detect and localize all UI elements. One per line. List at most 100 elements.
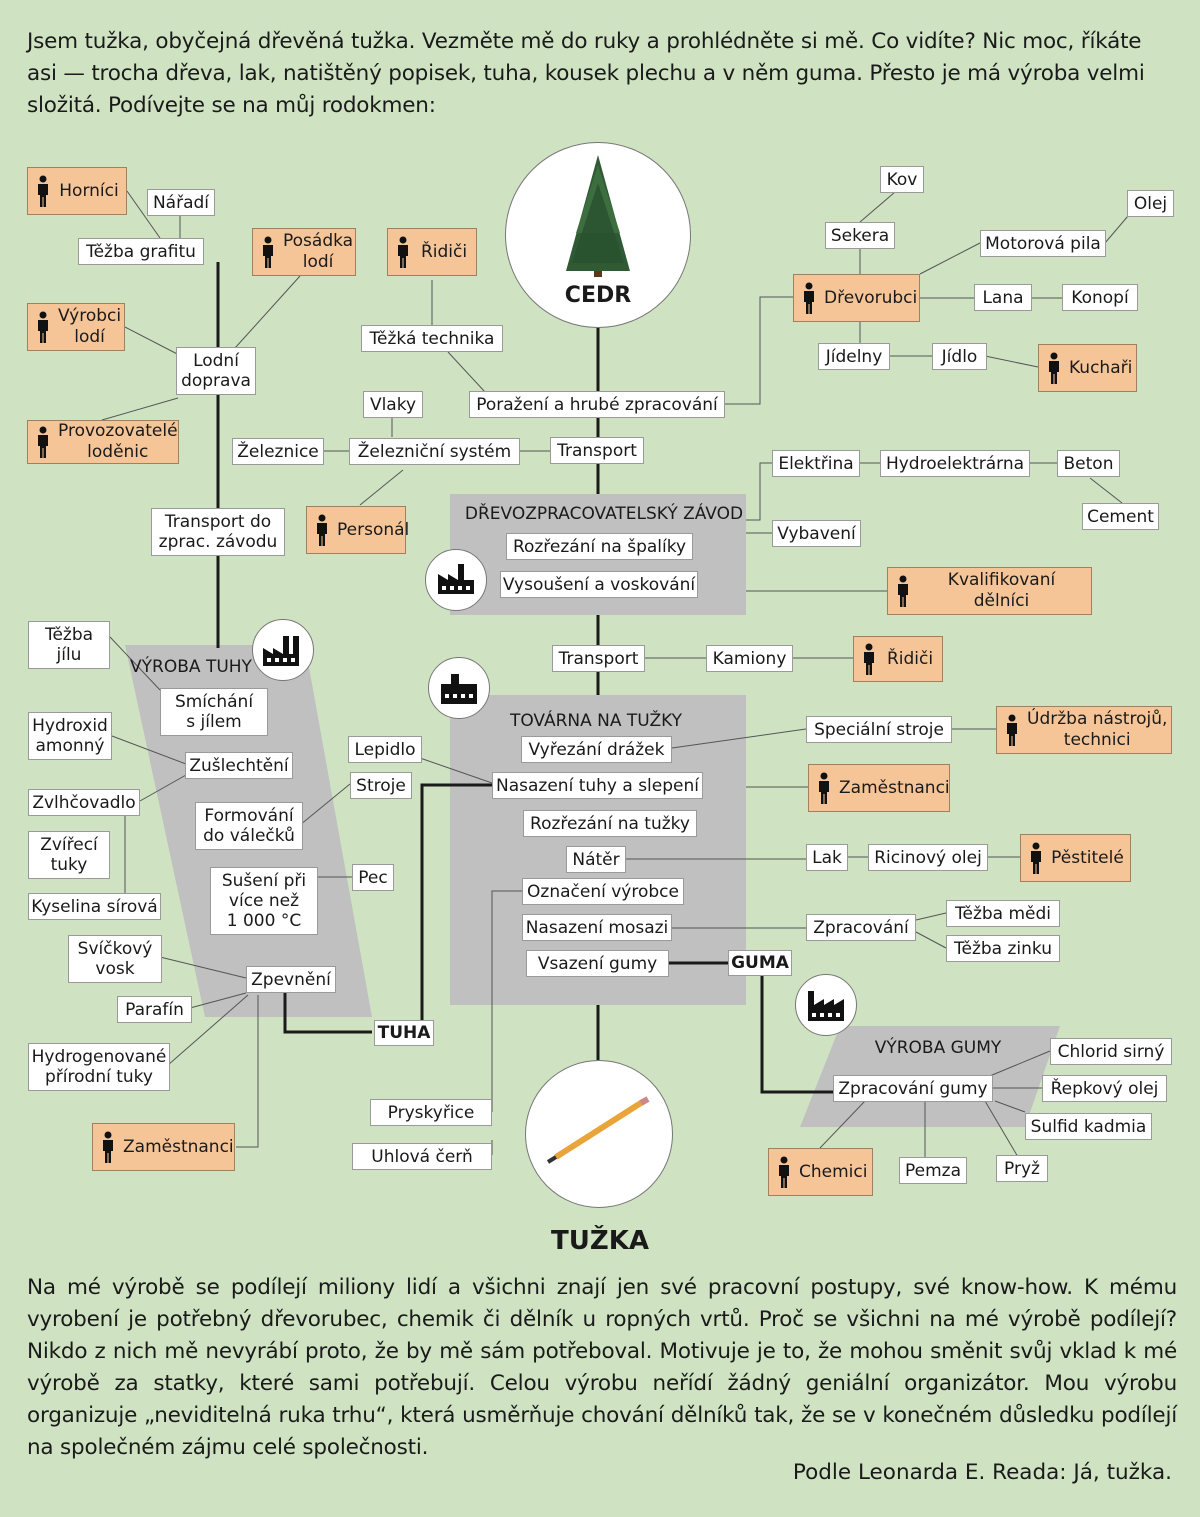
worker-label: Řidiči xyxy=(420,241,468,262)
worker-icon xyxy=(819,772,829,804)
worker-kvalifikovani: Kvalifikovaní dělníci xyxy=(887,567,1092,615)
box-elektrina: Elektřina xyxy=(772,450,860,477)
worker-provozovatele: Provozovatelé loděnic xyxy=(27,420,179,464)
worker-zamestnanci-1: Zaměstnanci xyxy=(808,764,950,812)
worker-udrzba: Údržba nástrojů, technici xyxy=(996,706,1172,754)
box-specialni-stroje: Speciální stroje xyxy=(806,716,952,743)
box-tezba-jilu: Těžba jílu xyxy=(28,621,110,669)
box-chlorid: Chlorid sirný xyxy=(1050,1038,1172,1065)
box-lana: Lana xyxy=(974,284,1032,311)
box-naradi: Nářadí xyxy=(147,189,215,216)
factory-icon xyxy=(438,564,474,594)
box-nasazeni-mosazi: Nasazení mosazi xyxy=(522,914,672,941)
worker-chemici: Chemici xyxy=(768,1148,873,1196)
box-uhlova: Uhlová čerň xyxy=(352,1143,492,1170)
worker-label: Posádka lodí xyxy=(283,231,354,272)
box-parafin: Parafín xyxy=(117,996,192,1023)
worker-drevorubci: Dřevorubci xyxy=(793,274,920,322)
worker-icon xyxy=(1031,842,1041,874)
worker-label: Údržba nástrojů, technici xyxy=(1027,709,1168,750)
box-nasazeni-tuhy: Nasazení tuhy a slepení xyxy=(492,772,703,799)
box-vybaveni: Vybavení xyxy=(772,520,861,547)
worker-icon xyxy=(1007,714,1017,746)
worker-ridici-2: Řidiči xyxy=(853,636,943,682)
box-tezka-technika: Těžká technika xyxy=(361,325,503,352)
tree-icon xyxy=(566,155,630,277)
box-repkovy: Řepkový olej xyxy=(1042,1075,1167,1102)
box-rozrez-spaliky: Rozřezání na špalíky xyxy=(506,533,693,560)
box-zvireci: Zvířecí tuky xyxy=(28,831,110,879)
box-transport-2: Transport xyxy=(552,645,645,672)
factory-icon-tuha xyxy=(252,619,314,681)
intro-text: Jsem tužka, obyčejná dřevěná tužka. Vezm… xyxy=(27,29,1145,118)
worker-zamestnanci-2: Zaměstnanci xyxy=(92,1123,235,1171)
worker-icon xyxy=(317,514,327,546)
box-lak: Lak xyxy=(806,844,848,871)
section-title-tovarna: TOVÁRNA NA TUŽKY xyxy=(509,711,683,731)
worker-hornici: Horníci xyxy=(27,167,127,215)
box-pryskyrice: Pryskyřice xyxy=(370,1099,492,1126)
box-zuslechteni: Zušlechtění xyxy=(185,752,293,779)
factory-icon-guma xyxy=(795,974,857,1036)
box-hydroel: Hydroelektrárna xyxy=(880,450,1030,477)
cedar-label: CEDR xyxy=(564,283,632,308)
box-svickovy: Svíčkový vosk xyxy=(68,935,162,983)
tuha-label: TUHA xyxy=(374,1020,434,1046)
box-tezba-zinku: Těžba zinku xyxy=(946,935,1060,962)
box-konopi: Konopí xyxy=(1062,284,1138,311)
worker-icon xyxy=(779,1156,789,1188)
box-stroje: Stroje xyxy=(350,772,412,799)
worker-icon xyxy=(898,575,908,607)
section-title-guma: VÝROBA GUMY xyxy=(874,1038,1002,1058)
pencil-icon xyxy=(546,1096,650,1164)
worker-icon xyxy=(38,311,48,343)
box-vyrezani: Vyřezání drážek xyxy=(521,736,672,763)
worker-icon xyxy=(804,282,814,314)
worker-icon xyxy=(398,236,408,268)
box-vysouseni: Vysoušení a voskování xyxy=(500,571,698,598)
section-title-drevo: DŘEVOZPRACOVATELSKÝ ZÁVOD xyxy=(464,504,744,524)
box-vsazeni-gumy: Vsazení gumy xyxy=(526,950,669,977)
factory-icon xyxy=(441,674,477,704)
box-zprac-gumy: Zpracování gumy xyxy=(833,1075,993,1102)
box-zel-system: Železniční systém xyxy=(349,438,520,465)
box-suseni: Sušení při více než 1 000 °C xyxy=(210,867,318,935)
worker-label: Personál xyxy=(337,519,410,540)
worker-label: Dřevorubci xyxy=(824,287,918,308)
box-zpevneni: Zpevnění xyxy=(246,966,336,993)
guma-label: GUMA xyxy=(728,950,792,976)
box-jidelny: Jídelny xyxy=(818,343,890,370)
worker-label: Horníci xyxy=(59,180,119,201)
box-beton: Beton xyxy=(1057,450,1120,477)
cedar-circle: CEDR xyxy=(505,142,691,328)
box-lepidlo: Lepidlo xyxy=(348,736,422,763)
worker-icon xyxy=(38,426,48,458)
worker-icon xyxy=(103,1131,113,1163)
box-transport-1: Transport xyxy=(550,437,644,464)
box-pec: Pec xyxy=(352,864,394,891)
box-jidlo: Jídlo xyxy=(932,343,987,370)
box-pryz: Pryž xyxy=(996,1155,1048,1182)
box-kyselina: Kyselina sírová xyxy=(28,893,161,920)
worker-kuchari: Kuchaři xyxy=(1038,344,1137,392)
box-kamiony: Kamiony xyxy=(706,645,793,672)
box-rozrez-tuzky: Rozřezání na tužky xyxy=(523,810,697,837)
box-sulfid: Sulfid kadmia xyxy=(1025,1113,1152,1140)
box-zeleznice: Železnice xyxy=(232,438,324,465)
worker-icon xyxy=(263,236,273,268)
box-zvlhcovadlo: Zvlhčovadlo xyxy=(28,789,140,816)
source-citation: Podle Leonarda E. Reada: Já, tužka. xyxy=(792,1460,1172,1485)
box-sekera: Sekera xyxy=(825,222,895,249)
box-motorova-pila: Motorová pila xyxy=(980,230,1106,257)
worker-personal: Personál xyxy=(306,506,409,554)
box-ricinovy: Ricinový olej xyxy=(868,844,988,871)
box-formovani: Formování do válečků xyxy=(195,802,303,850)
box-oznaceni: Označení výrobce xyxy=(522,878,684,905)
box-tezba-grafitu: Těžba grafitu xyxy=(78,238,204,265)
worker-pestitele: Pěstitelé xyxy=(1020,834,1131,882)
pencil-circle xyxy=(525,1060,673,1208)
box-hydrogen: Hydrogenované přírodní tuky xyxy=(28,1043,170,1091)
outro-text: Na mé výrobě se podílejí miliony lidí a … xyxy=(27,1275,1177,1460)
worker-label: Provozovatelé loděnic xyxy=(58,421,178,462)
worker-label: Kuchaři xyxy=(1069,357,1133,378)
